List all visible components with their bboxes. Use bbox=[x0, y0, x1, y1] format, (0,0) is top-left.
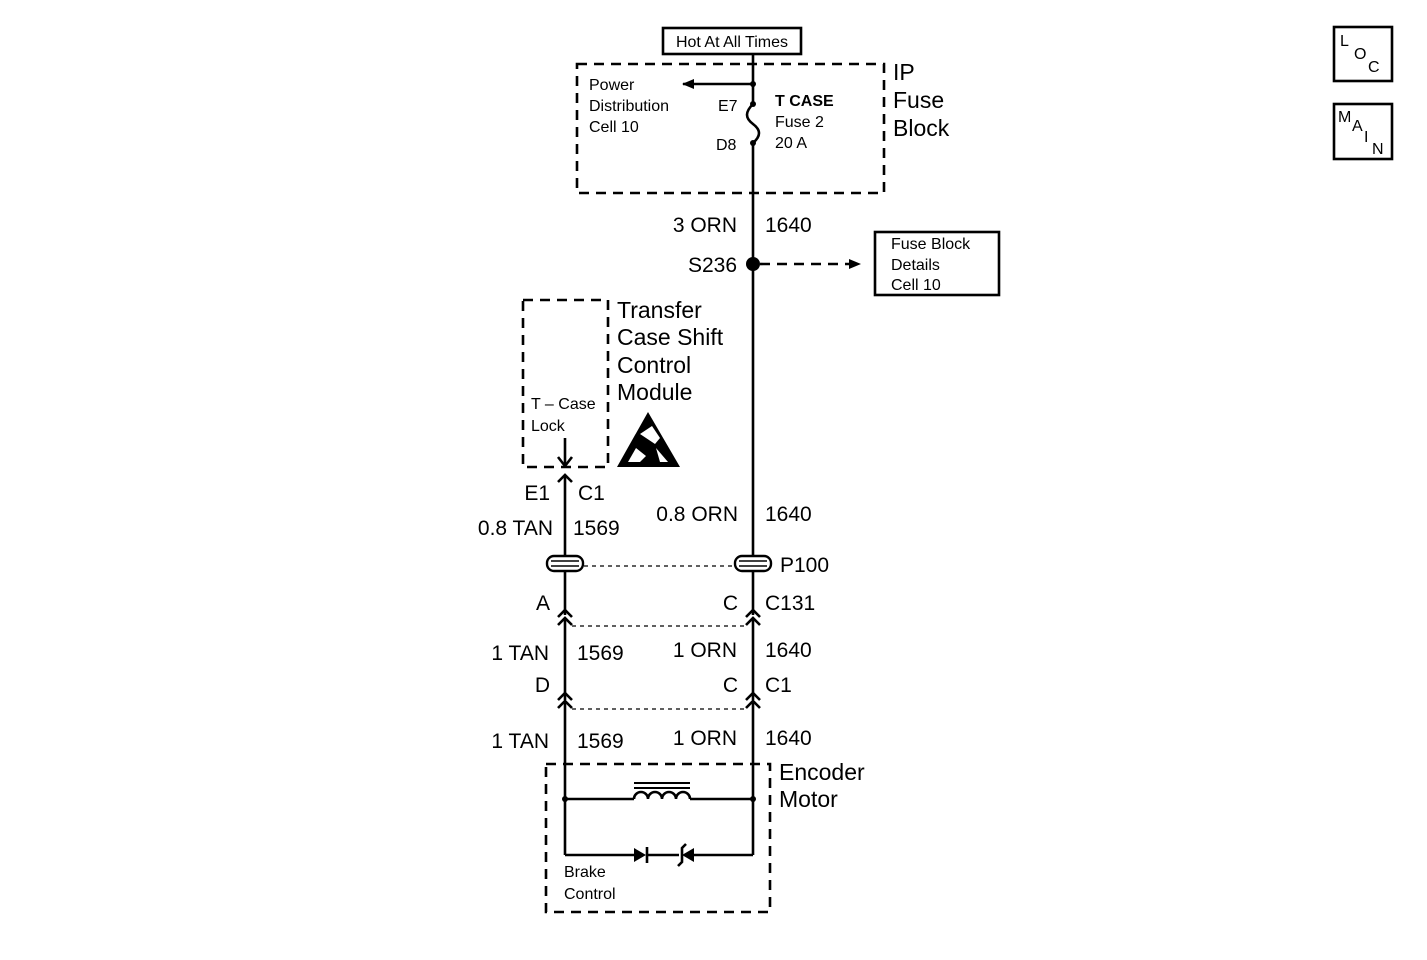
wire-main-circuit: 1640 bbox=[765, 214, 812, 237]
hot-label-text: Hot At All Times bbox=[676, 34, 788, 51]
zener-diode-icon bbox=[682, 848, 694, 862]
motor-coil-icon bbox=[632, 790, 692, 800]
c131-left-marker-upper bbox=[557, 608, 573, 618]
c1-right-pin: C bbox=[723, 674, 738, 697]
splice-id: S236 bbox=[688, 254, 737, 277]
wire-right-1-circuit: 1640 bbox=[765, 503, 812, 526]
wire-left-1-circuit: 1569 bbox=[573, 517, 620, 540]
zener-diode-bar bbox=[677, 843, 687, 867]
wire-left-2-circuit: 1569 bbox=[577, 642, 624, 665]
c1-right-marker-upper bbox=[745, 691, 761, 701]
fuse-block-details-reference[interactable]: Fuse Block Details Cell 10 bbox=[873, 230, 1001, 297]
wire-right-1-size-color: 0.8 ORN bbox=[656, 503, 738, 526]
c1-right-marker-lower bbox=[745, 699, 761, 709]
wire-right-2-circuit: 1640 bbox=[765, 639, 812, 662]
fuse-block-details-line2: Details bbox=[891, 257, 940, 274]
ip-fuse-block-title-line2: Fuse bbox=[893, 87, 944, 113]
encoder-motor-title-line2: Motor bbox=[779, 786, 838, 812]
transfer-case-shift-control-module: Transfer Case Shift Control Module T – C… bbox=[521, 297, 724, 469]
ip-fuse-block-title-line1: IP bbox=[893, 59, 915, 85]
tccm-pin: E1 bbox=[524, 482, 550, 505]
wire-left-1-size-color: 0.8 TAN bbox=[478, 517, 553, 540]
splice-s236-dot bbox=[746, 257, 760, 271]
wire-left-2-size-color: 1 TAN bbox=[491, 642, 549, 665]
connector-c131: A C C131 bbox=[536, 592, 815, 627]
c131-left-pin: A bbox=[536, 592, 550, 615]
terminal-d8: D8 bbox=[716, 137, 737, 154]
power-distribution-line1: Power bbox=[589, 77, 635, 94]
c1-left-pin: D bbox=[535, 674, 550, 697]
esd-warning-icon bbox=[617, 412, 680, 467]
brake-control-line2: Control bbox=[564, 886, 616, 903]
wire-right-3-circuit: 1640 bbox=[765, 727, 812, 750]
pass-through-id: P100 bbox=[780, 554, 829, 577]
wire-right-3-size-color: 1 ORN bbox=[673, 727, 737, 750]
loc-letter-l: L bbox=[1340, 33, 1349, 50]
junction-dot bbox=[750, 81, 756, 87]
connector-e1-marker bbox=[557, 473, 573, 483]
c131-right-marker-lower bbox=[745, 616, 761, 626]
diode-icon bbox=[634, 848, 646, 862]
ip-fuse-block: IP Fuse Block Power Distribution Cell 10… bbox=[575, 59, 950, 195]
terminal-e7: E7 bbox=[718, 98, 738, 115]
c1-left-marker-lower bbox=[557, 699, 573, 709]
c131-id: C131 bbox=[765, 592, 815, 615]
pass-through-left bbox=[545, 554, 585, 573]
tccm-pin-label-line1: T – Case bbox=[531, 396, 596, 413]
loc-letter-o: O bbox=[1354, 46, 1366, 63]
hot-at-all-times-label: Hot At All Times bbox=[661, 26, 803, 56]
fuse-block-details-line1: Fuse Block bbox=[891, 236, 971, 253]
c131-right-pin: C bbox=[723, 592, 738, 615]
c1-left-marker-upper bbox=[557, 691, 573, 701]
main-letter-n: N bbox=[1372, 141, 1384, 158]
main-letter-m: M bbox=[1338, 109, 1351, 126]
ip-fuse-block-title-line3: Block bbox=[893, 115, 950, 141]
power-distribution-line3: Cell 10 bbox=[589, 119, 639, 136]
fuse-element-icon bbox=[745, 103, 761, 144]
wire-left-3-circuit: 1569 bbox=[577, 730, 624, 753]
tccm-title-line1: Transfer bbox=[617, 297, 702, 323]
wire-right-2-size-color: 1 ORN bbox=[673, 639, 737, 662]
encoder-motor-title-line1: Encoder bbox=[779, 759, 865, 785]
fuse-label-line2: Fuse 2 bbox=[775, 114, 824, 131]
pass-through-right bbox=[733, 554, 773, 573]
main-letter-a: A bbox=[1352, 118, 1363, 135]
wire-main-size-color: 3 ORN bbox=[673, 214, 737, 237]
connector-c1: D C C1 bbox=[535, 674, 792, 710]
fuse-block-details-line3: Cell 10 bbox=[891, 277, 941, 294]
tccm-connector: C1 bbox=[578, 482, 605, 505]
loc-button[interactable]: L O C bbox=[1332, 25, 1394, 83]
fuse-label-line1: T CASE bbox=[775, 93, 834, 110]
main-button[interactable]: M A I N bbox=[1332, 102, 1394, 161]
tccm-title-line3: Control bbox=[617, 352, 691, 378]
tccm-title-line4: Module bbox=[617, 379, 692, 405]
tccm-pin-arrow-icon bbox=[556, 456, 574, 469]
c131-right-marker-upper bbox=[745, 608, 761, 618]
c131-left-marker-lower bbox=[557, 616, 573, 626]
wire-left-3-size-color: 1 TAN bbox=[491, 730, 549, 753]
tccm-pin-label-line2: Lock bbox=[531, 418, 566, 435]
tccm-title-line2: Case Shift bbox=[617, 324, 724, 350]
main-letter-i: I bbox=[1364, 129, 1368, 146]
power-distribution-line2: Distribution bbox=[589, 98, 669, 115]
fuse-label-line3: 20 A bbox=[775, 135, 807, 152]
brake-control-line1: Brake bbox=[564, 864, 606, 881]
encoder-motor: Encoder Motor Brake Control bbox=[544, 759, 865, 914]
loc-letter-c: C bbox=[1368, 59, 1380, 76]
c1-id: C1 bbox=[765, 674, 792, 697]
